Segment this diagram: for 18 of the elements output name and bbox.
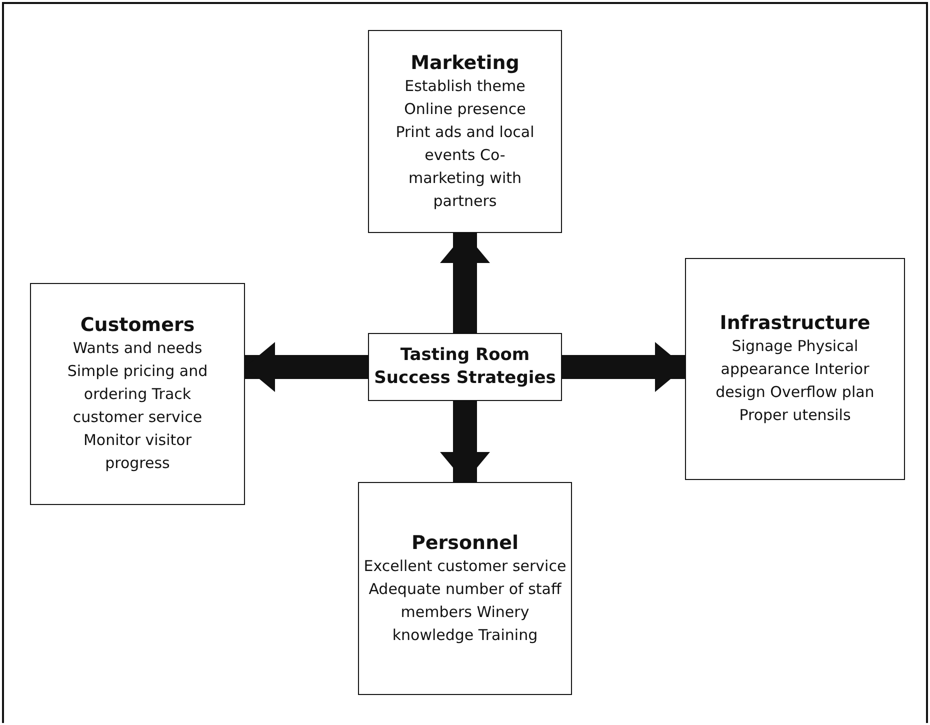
strategy-box <box>358 482 572 695</box>
block-arrow <box>440 233 490 333</box>
block-arrow <box>245 342 368 392</box>
block-arrow <box>562 342 685 392</box>
block-arrow <box>440 401 490 482</box>
box-text: Excellent customer service Adequate number of staff members Winery knowledge Training <box>362 556 568 646</box>
box-text: Wants and needs Simple pricing and ordering Track customer service Monitor visitor progress <box>66 338 209 474</box>
box-text: Signage Physical appearance Interior design Overflow plan Proper utensils <box>714 336 876 426</box>
box-heading: Customers <box>79 313 196 337</box>
strategy-box <box>30 283 245 505</box>
box-heading: Tasting Room Success Strategies <box>373 344 557 390</box>
box-text: Establish theme Online presence Print ads and local events Co-marketing with partners <box>395 76 535 212</box>
strategy-box <box>685 258 905 480</box>
strategy-box <box>368 30 562 233</box>
box-heading: Personnel <box>410 530 520 554</box>
box-heading: Infrastructure <box>718 311 872 335</box>
box-heading: Marketing <box>410 50 520 74</box>
center-box <box>368 333 562 401</box>
